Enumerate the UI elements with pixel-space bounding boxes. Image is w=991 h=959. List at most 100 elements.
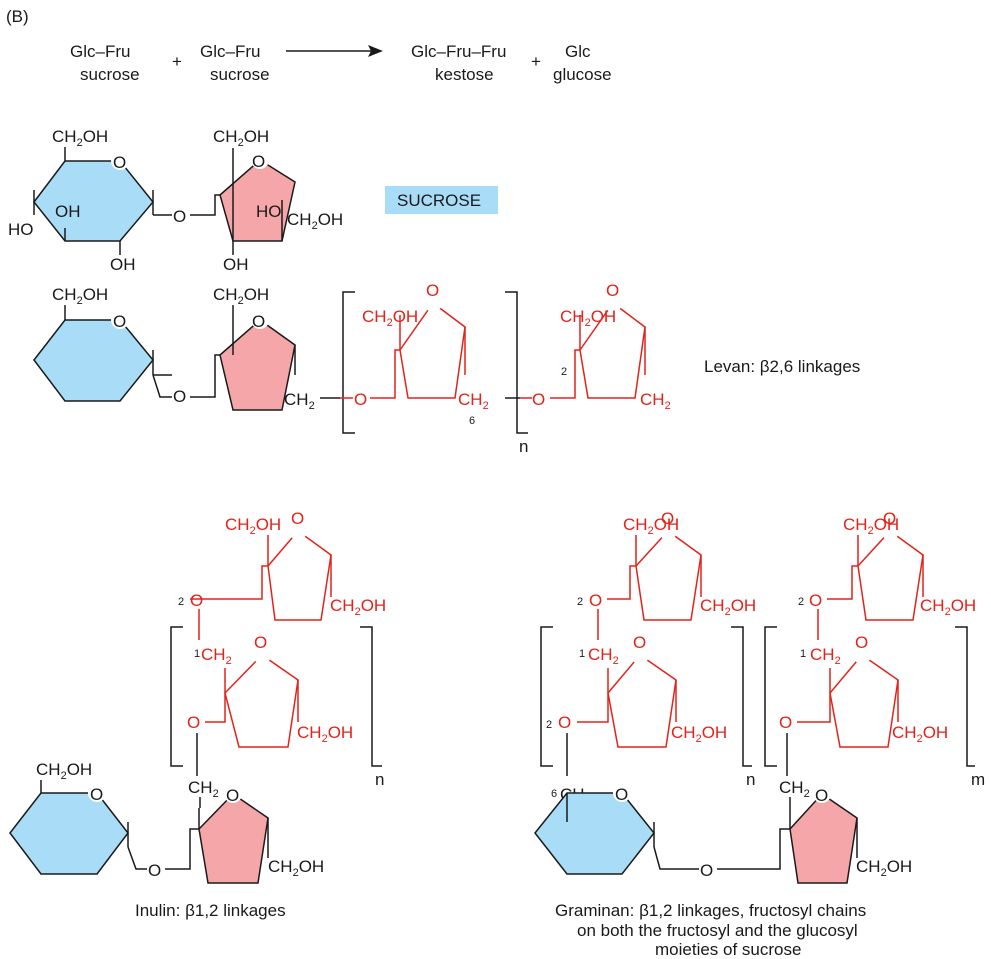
ring-oxygen: O <box>633 633 646 652</box>
ch2oh-label: CH2OH <box>892 723 948 745</box>
ch2oh-label: CH2OH <box>330 596 386 618</box>
position-number: 1 <box>194 648 200 660</box>
position-number: 6 <box>469 415 475 427</box>
ring-oxygen: O <box>661 509 674 528</box>
linkage-oxygen: O <box>779 713 792 732</box>
glucose-ring <box>9 792 129 875</box>
ch2-label: CH2 <box>284 390 315 412</box>
levan-caption: Levan: β2,6 linkages <box>704 357 860 376</box>
ring-oxygen: O <box>426 281 439 300</box>
fructose-ring <box>789 793 858 884</box>
graminan-right-top-fructose: 2 O O CH2OH CH2OH <box>798 509 976 640</box>
levan-structure: O CH2OH O O CH2OH CH2 n O O CH2OH CH2 <box>33 281 860 456</box>
graminan-left-top-fructose: 2 O O CH2OH CH2OH <box>577 509 756 640</box>
reaction-equation: Glc–Fru sucrose + Glc–Fru sucrose Glc–Fr… <box>70 42 612 84</box>
linkage-oxygen: O <box>589 591 602 610</box>
ch2oh-label: CH2OH <box>671 723 727 745</box>
linkage-oxygen: O <box>354 390 367 409</box>
product1-formula: Glc–Fru–Fru <box>411 42 506 61</box>
ch2oh-label: CH2OH <box>287 210 343 232</box>
repeat-subscript: m <box>971 770 985 789</box>
repeat-subscript: n <box>375 770 384 789</box>
product1-name: kestose <box>435 65 494 84</box>
ring-oxygen: O <box>883 509 896 528</box>
glucose-ring <box>534 792 655 875</box>
sucrose-structure: O CH2OH OH HO OH O O CH2OH OH HO CH2OH S… <box>8 127 498 274</box>
position-number: 1 <box>800 648 806 660</box>
ring-oxygen: O <box>606 281 619 300</box>
levan-terminal-fructose: O O CH2OH 2 CH2 <box>520 281 671 412</box>
reactant2-name: sucrose <box>210 65 270 84</box>
glycosidic-oxygen: O <box>173 387 186 406</box>
repeat-subscript: n <box>519 437 528 456</box>
ring-oxygen: O <box>113 153 126 172</box>
ch2-label: CH2 <box>640 390 671 412</box>
reaction-arrow <box>286 45 383 57</box>
panel-label: (B) <box>6 7 29 26</box>
ch2oh-label: CH2OH <box>297 723 353 745</box>
linkage-oxygen: O <box>187 713 200 732</box>
ch2oh-label: CH2OH <box>213 127 269 149</box>
linkage-oxygen: O <box>558 713 571 732</box>
ch2-label: CH2 <box>188 778 219 800</box>
ring-oxygen: O <box>855 633 868 652</box>
ch2oh-label: CH2OH <box>213 285 269 307</box>
ring-oxygen: O <box>226 786 239 805</box>
ho-label: HO <box>256 202 282 221</box>
ch2oh-label: CH2OH <box>856 857 912 879</box>
reactant2-formula: Glc–Fru <box>200 42 260 61</box>
ch2oh-label: CH2OH <box>623 515 679 537</box>
ch2-label: CH2 <box>588 645 619 667</box>
linkage-oxygen: O <box>190 591 203 610</box>
oh-label: OH <box>223 255 249 274</box>
linkage-oxygen: O <box>809 591 822 610</box>
graminan-left-repeat-unit: 1 CH2 O CH2OH 2 O <box>546 633 727 748</box>
ring-oxygen: O <box>113 312 126 331</box>
ring-oxygen: O <box>254 633 267 652</box>
reactant1-name: sucrose <box>80 65 140 84</box>
ch2-label: CH2 <box>810 645 841 667</box>
sucrose-badge <box>385 186 498 214</box>
ch2oh-label: CH2OH <box>843 515 899 537</box>
ch2-label: CH2 <box>779 778 810 800</box>
ch2oh-label: CH2OH <box>268 857 324 879</box>
graminan-structure: 2 O O CH2OH CH2OH n 1 CH2 O CH2OH 2 O <box>534 509 985 959</box>
reactant1-formula: Glc–Fru <box>70 42 130 61</box>
position-number: 1 <box>579 648 585 660</box>
ring-oxygen: O <box>815 786 828 805</box>
ring-oxygen: O <box>252 312 265 331</box>
ch2oh-label: CH2OH <box>52 127 108 149</box>
glycosidic-oxygen: O <box>700 861 713 880</box>
inulin-top-fructose: O 2 O CH2OH CH2OH <box>178 509 386 640</box>
ch2oh-label: CH2OH <box>36 760 92 782</box>
sucrose-badge-label: SUCROSE <box>397 191 481 210</box>
graminan-right-repeat-unit: 1 CH2 O CH2OH O <box>779 633 948 748</box>
position-number: 2 <box>178 596 184 608</box>
ring-oxygen: O <box>90 785 103 804</box>
ring-oxygen: O <box>291 509 304 528</box>
fructose-ring <box>219 159 296 242</box>
graminan-caption-line3: moieties of sucrose <box>655 940 801 959</box>
position-number: 2 <box>546 719 552 731</box>
position-number: 6 <box>551 788 557 800</box>
glycosidic-oxygen: O <box>173 207 186 226</box>
ch2oh-label: CH2OH <box>52 285 108 307</box>
inulin-structure: O 2 O CH2OH CH2OH n 1 CH2 O CH2OH O <box>9 509 386 920</box>
inulin-caption: Inulin: β1,2 linkages <box>135 901 286 920</box>
inulin-repeat-unit: 1 CH2 O CH2OH O <box>187 633 353 748</box>
ch2-label: CH2 <box>201 645 232 667</box>
position-number: 2 <box>577 596 583 608</box>
ring-oxygen: O <box>615 785 628 804</box>
fructose-ring <box>198 793 269 884</box>
glucose-ring <box>33 319 154 402</box>
ho-label: HO <box>8 220 34 239</box>
ch2oh-label: CH2OH <box>700 596 756 618</box>
product2-name: glucose <box>553 65 612 84</box>
ch2oh-label: CH2OH <box>225 515 281 537</box>
ch2oh-label: CH2OH <box>362 307 418 329</box>
graminan-caption-line2: on both the fructosyl and the glucosyl <box>577 921 858 940</box>
reaction-plus-2: + <box>531 52 541 71</box>
reaction-plus-1: + <box>172 52 182 71</box>
ch2oh-label: CH2OH <box>560 307 616 329</box>
